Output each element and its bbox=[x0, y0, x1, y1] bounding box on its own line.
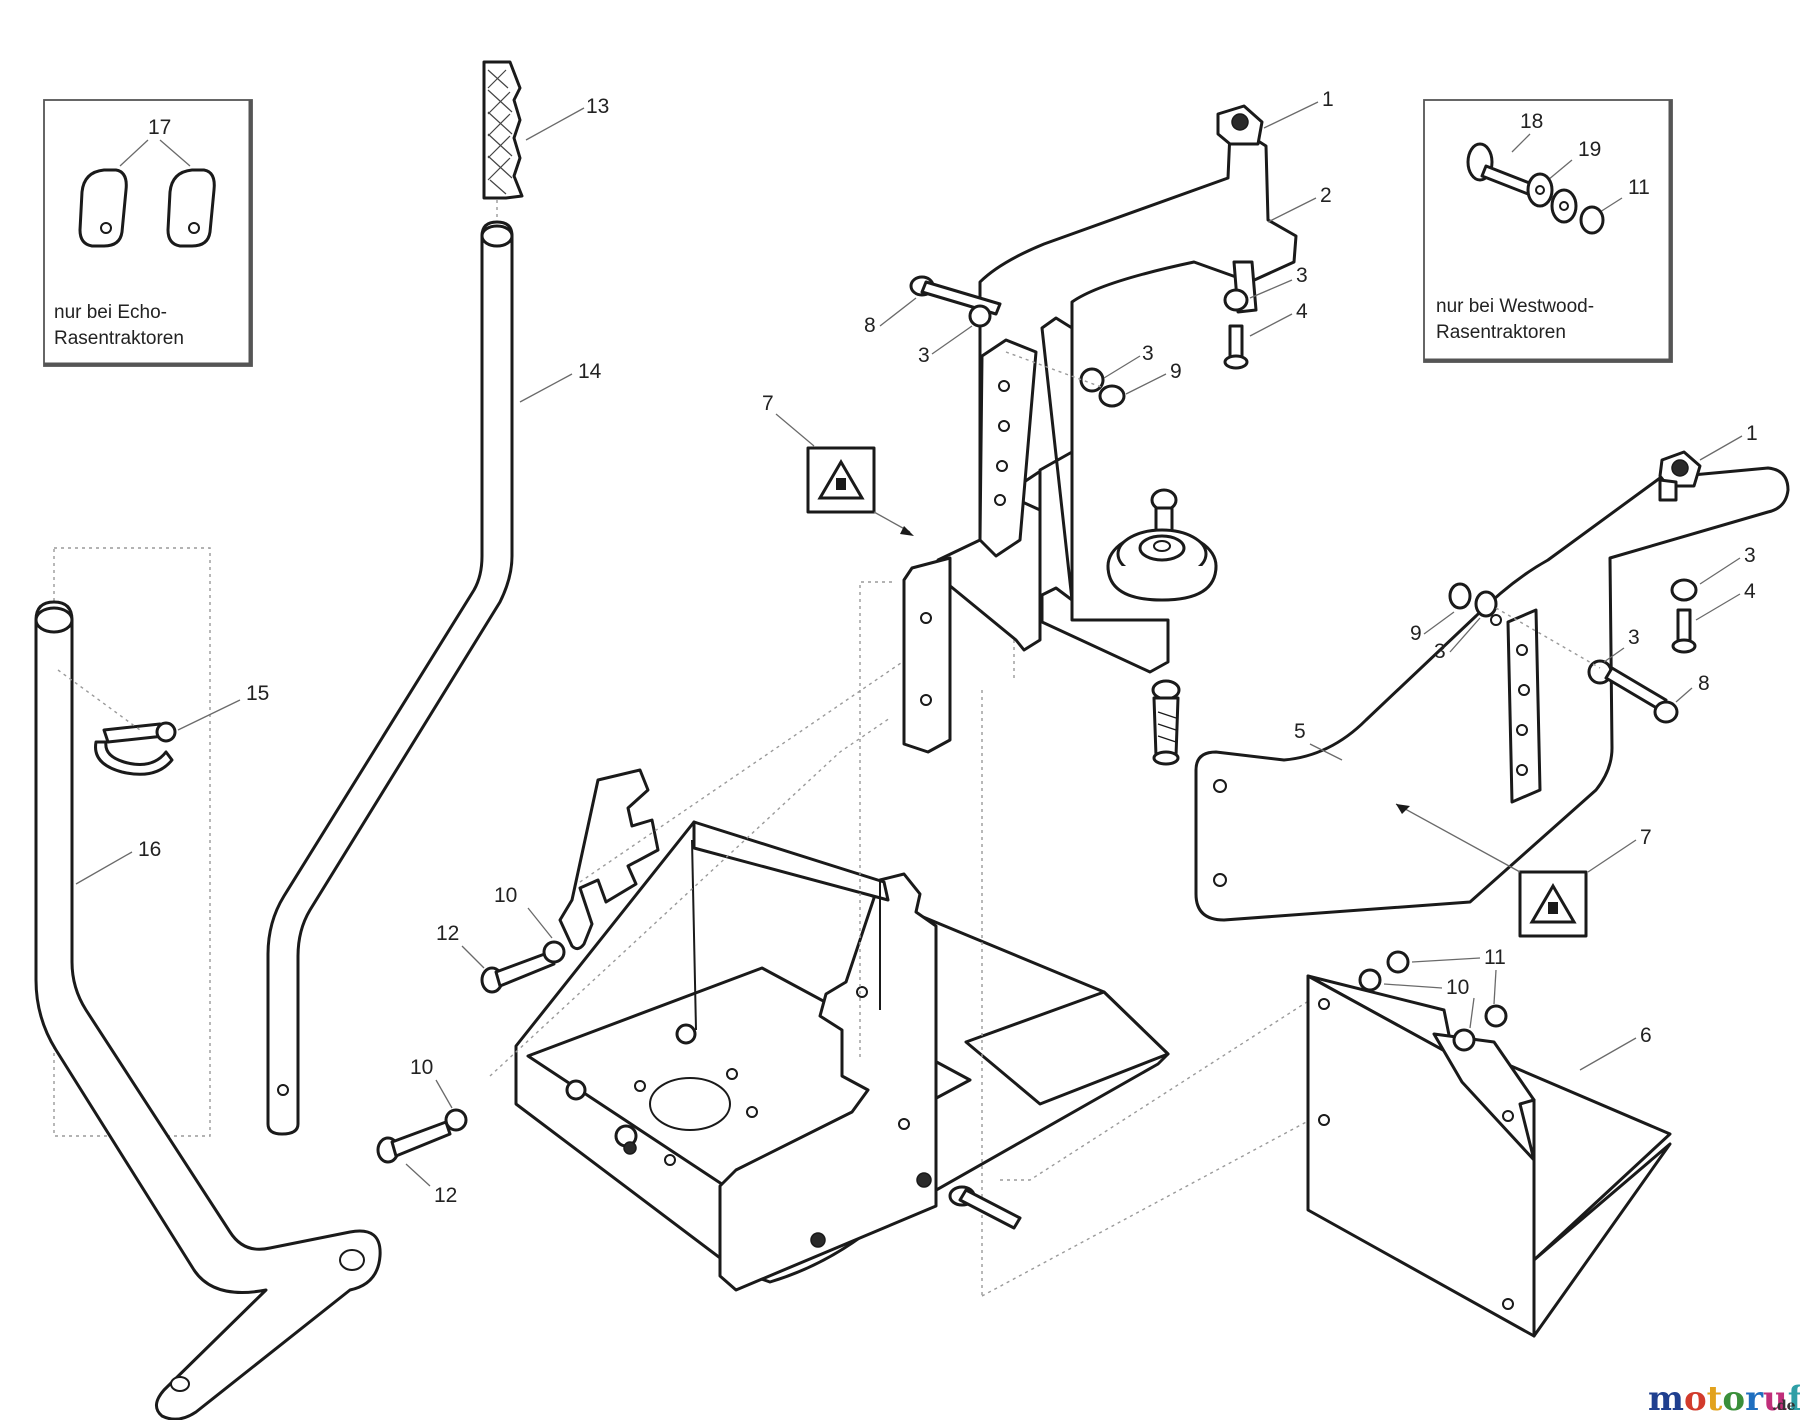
bolt-base bbox=[948, 1185, 1022, 1230]
warning-label-right: 7 bbox=[1395, 803, 1652, 938]
inset-westwood: 18 19 11 nur bei Westwood- Rasentraktore… bbox=[1423, 99, 1673, 363]
callout-3-right-b: 3 bbox=[1628, 626, 1640, 649]
callout-10-upper: 10 bbox=[494, 884, 517, 907]
lever-assembly-left: 13 14 bbox=[266, 60, 609, 1136]
callout-3-right-top: 3 bbox=[1744, 544, 1756, 567]
hardware-upper: 1 2 3 4 8 3 3 9 bbox=[864, 88, 1334, 408]
watermark-logo: motoruf .de bbox=[1648, 1379, 1800, 1419]
clip-10-upper bbox=[542, 940, 566, 964]
watermark-letter: o bbox=[1684, 1379, 1707, 1419]
plate-17-right bbox=[166, 168, 216, 248]
grip-13 bbox=[482, 60, 524, 200]
inset-echo-line2: Rasentraktoren bbox=[54, 328, 184, 349]
bolt-8-right bbox=[1604, 666, 1668, 712]
bracket-5 bbox=[1194, 450, 1790, 922]
clip-10-cover bbox=[1358, 968, 1382, 992]
watermark-letter: m bbox=[1648, 1379, 1684, 1419]
plate-17-left bbox=[78, 168, 128, 248]
callout-3-upper-right: 3 bbox=[1296, 264, 1308, 287]
callout-1-right: 1 bbox=[1746, 422, 1758, 445]
inset-echo-line1: nur bei Echo- bbox=[54, 302, 167, 323]
watermark-letter: u bbox=[1763, 1379, 1788, 1419]
callout-2: 2 bbox=[1320, 184, 1332, 207]
callout-4-upper: 4 bbox=[1296, 300, 1308, 323]
washer-3-right-mid bbox=[1474, 590, 1498, 618]
callout-15: 15 bbox=[246, 682, 269, 705]
callout-6: 6 bbox=[1640, 1024, 1652, 1047]
svg-text:motoruf: motoruf bbox=[1648, 1379, 1800, 1419]
callout-3-upper-left: 3 bbox=[918, 344, 930, 367]
slotted-plate bbox=[978, 338, 1038, 558]
pins-left: 10 12 10 12 bbox=[376, 884, 566, 1207]
callout-16: 16 bbox=[138, 838, 161, 861]
washer-3-right bbox=[1223, 288, 1249, 312]
callout-8-right: 8 bbox=[1698, 672, 1710, 695]
pulley bbox=[1106, 488, 1218, 766]
callout-10-cover: 10 bbox=[1446, 976, 1469, 999]
assembly-guides bbox=[489, 581, 1311, 1297]
clip-10-lower bbox=[444, 1108, 468, 1132]
callout-18: 18 bbox=[1520, 110, 1543, 133]
nut-11-inset bbox=[1579, 205, 1605, 235]
base-frame bbox=[514, 768, 1170, 1292]
callout-1-upper: 1 bbox=[1322, 88, 1334, 111]
inset-westwood-line2: Rasentraktoren bbox=[1436, 322, 1566, 343]
callout-9-right: 9 bbox=[1410, 622, 1422, 645]
side-plate-left bbox=[558, 768, 660, 951]
callout-4-right: 4 bbox=[1744, 580, 1756, 603]
callout-19: 19 bbox=[1578, 138, 1601, 161]
callout-8-upper: 8 bbox=[864, 314, 876, 337]
callout-12-lower: 12 bbox=[434, 1184, 457, 1207]
callout-3-upper-mid: 3 bbox=[1142, 342, 1154, 365]
warning-label-upper: 7 bbox=[762, 392, 914, 536]
watermark-letter: t bbox=[1707, 1379, 1723, 1419]
callout-13: 13 bbox=[586, 95, 609, 118]
inset-echo: 17 nur bei Echo- Rasentraktoren bbox=[43, 99, 253, 367]
lever-14 bbox=[266, 220, 514, 1136]
nut-9-right bbox=[1448, 582, 1472, 610]
side-plate-right bbox=[718, 872, 938, 1292]
washer-3-right-top bbox=[1670, 578, 1698, 602]
callout-9-upper: 9 bbox=[1170, 360, 1182, 383]
lever-assembly-16: 15 16 bbox=[34, 547, 382, 1420]
watermark-letter: o bbox=[1722, 1379, 1745, 1419]
cover-6: 11 10 6 bbox=[1306, 946, 1672, 1338]
nut-11-cover-b bbox=[1452, 1028, 1476, 1052]
callout-3-right-a: 3 bbox=[1434, 640, 1446, 663]
watermark-letter: r bbox=[1745, 1379, 1764, 1419]
nut-9-upper bbox=[1098, 384, 1126, 408]
callout-5: 5 bbox=[1294, 720, 1306, 743]
callout-11-inset: 11 bbox=[1628, 176, 1650, 199]
washer-3-mid bbox=[1079, 367, 1105, 393]
callout-10-lower: 10 bbox=[410, 1056, 433, 1079]
bracket-2 bbox=[936, 130, 1298, 674]
callout-7-upper: 7 bbox=[762, 392, 774, 415]
bracket-inner bbox=[1038, 316, 1074, 602]
nut-11-cover-a bbox=[1386, 950, 1410, 974]
hardware-right: 1 3 4 9 3 3 8 5 bbox=[1294, 422, 1758, 761]
callout-11-cover: 11 bbox=[1484, 946, 1506, 969]
callout-14: 14 bbox=[578, 360, 602, 383]
clamp-15 bbox=[94, 740, 174, 776]
pulley-nut bbox=[1151, 679, 1181, 701]
inset-westwood-line1: nur bei Westwood- bbox=[1436, 296, 1594, 317]
callout-12-upper: 12 bbox=[436, 922, 459, 945]
bracket-5-body bbox=[1194, 466, 1790, 922]
washer-3-upper bbox=[968, 304, 992, 328]
bracket-lower-plate bbox=[902, 556, 952, 754]
callout-17: 17 bbox=[148, 116, 171, 139]
bracket-upper bbox=[902, 104, 1298, 754]
watermark-letter: f bbox=[1788, 1379, 1800, 1419]
callout-7-right: 7 bbox=[1640, 826, 1652, 849]
watermark-tld: .de bbox=[1772, 1398, 1796, 1414]
lever-16 bbox=[34, 600, 382, 1420]
